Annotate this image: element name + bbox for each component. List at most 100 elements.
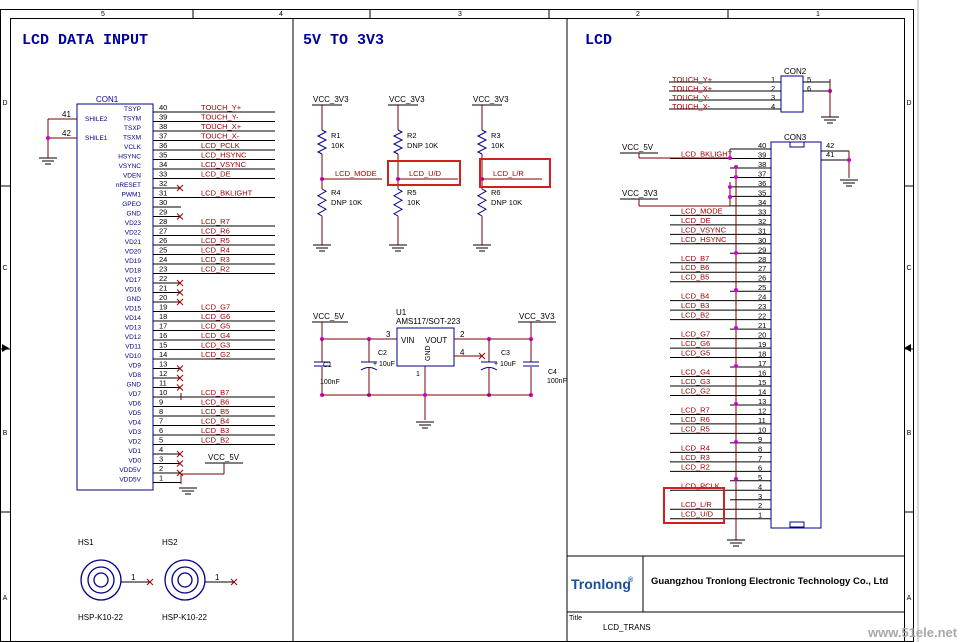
junction-dot — [734, 326, 738, 330]
con1-pin-name: VD15 — [125, 306, 142, 313]
divider-top-val: DNP 10K — [407, 141, 438, 150]
con2-pin-num: 6 — [807, 84, 811, 93]
con1-vcc-label: VCC_5V — [208, 453, 240, 462]
con1-pin-num: 14 — [159, 350, 167, 359]
con1-net-label: LCD_HSYNC — [201, 151, 247, 160]
hs2-part: HSP-K10-22 — [162, 613, 207, 622]
con1-pin-num: 22 — [159, 274, 167, 283]
con1-net-label: LCD_G5 — [201, 322, 230, 331]
con1-net-label: LCD_B4 — [201, 417, 229, 426]
con1-pin-num: 28 — [159, 217, 167, 226]
con1-pin-num: 26 — [159, 236, 167, 245]
junction-dot — [734, 251, 738, 255]
section-title-lcd: LCD — [585, 32, 612, 49]
con1-pin-name: VDD5V — [119, 467, 141, 474]
con3-pin-num: 4 — [758, 482, 762, 491]
con1-pin-name: PWM1 — [122, 192, 142, 199]
section-title-power: 5V TO 3V3 — [303, 32, 384, 49]
con3-net-label: LCD_U/D — [681, 510, 714, 519]
con3-pin-num: 31 — [758, 226, 766, 235]
frame-row-left-B: B — [3, 430, 8, 437]
con1-net-label: LCD_B6 — [201, 398, 229, 407]
divider-bottom-val: 10K — [407, 198, 420, 207]
con1-net-label: LCD_G2 — [201, 350, 230, 359]
con1-pin-num: 18 — [159, 312, 167, 321]
con3-net-label: LCD_MODE — [681, 206, 723, 215]
con1-pin-num: 31 — [159, 189, 167, 198]
hs2-outer — [164, 559, 206, 601]
con3-net-label: LCD_G6 — [681, 339, 710, 348]
junction-dot — [734, 165, 738, 169]
con1-pin-name: VD8 — [128, 372, 141, 379]
con3-net-label: LCD_R2 — [681, 462, 710, 471]
divider-bottom-ref: R5 — [407, 188, 417, 197]
junction-dot — [734, 364, 738, 368]
con3-net-label: LCD_VSYNC — [681, 225, 727, 234]
ground-symbol — [727, 539, 745, 547]
divider-bottom-val: DNP 10K — [491, 198, 522, 207]
c2-val: 10uF — [379, 361, 395, 368]
con3-pin-num: 23 — [758, 302, 766, 311]
junction-dot — [734, 440, 738, 444]
con1-net-label: LCD_B7 — [201, 388, 229, 397]
con2-ref: CON2 — [784, 67, 807, 76]
no-connect-mark — [146, 578, 154, 586]
con2-net-label: TOUCH_Y+ — [672, 75, 713, 84]
u1-pin-gnd: 1 — [416, 371, 420, 378]
con1-pin-num: 24 — [159, 255, 167, 264]
con3-pin-num: 17 — [758, 359, 766, 368]
con1-pin-name: VD5 — [128, 410, 141, 417]
con3-net-label: LCD_G2 — [681, 386, 710, 395]
con3-net-label: LCD_R7 — [681, 405, 710, 414]
con1-pin-num: 17 — [159, 322, 167, 331]
con3-net-label: LCD_B6 — [681, 263, 709, 272]
hs1-outer — [80, 559, 122, 601]
con1-pin-name: VD23 — [125, 220, 142, 227]
con3-net-label: LCD_B4 — [681, 292, 709, 301]
sheet-title: LCD_TRANS — [603, 623, 651, 632]
con1-net-label: LCD_R4 — [201, 246, 230, 255]
divider-bottom-resistor-zigzag — [476, 188, 488, 217]
divider-top-resistor-zigzag — [476, 129, 488, 155]
reg-in-label: VCC_5V — [313, 312, 345, 321]
con2-net-label: TOUCH_Y- — [672, 93, 710, 102]
divider-bottom-ref: R4 — [331, 188, 341, 197]
con1-shield-pin-name: SHILE1 — [85, 135, 108, 142]
title-block: Tronlong ® Guangzhou Tronlong Electronic… — [567, 555, 905, 632]
con1-net-label: LCD_R6 — [201, 227, 230, 236]
divider-top-val: 10K — [491, 141, 504, 150]
junction-dot — [734, 288, 738, 292]
con1-pin-name: HSYNC — [118, 154, 141, 161]
con3-net-label: LCD_R4 — [681, 443, 710, 452]
con1-net-label: LCD_R3 — [201, 255, 230, 264]
con3-pin-num: 35 — [758, 188, 766, 197]
con1-pin-num: 27 — [159, 227, 167, 236]
con3-pin-num: 28 — [758, 255, 766, 264]
con1-net-label: LCD_G4 — [201, 331, 230, 340]
con1-pin-num: 40 — [159, 103, 167, 112]
frame-row-left-C: C — [2, 265, 7, 272]
hs2-pin-num: 1 — [215, 573, 220, 582]
no-connect-mark — [176, 469, 184, 477]
con1-shield-pin-num: 41 — [62, 110, 71, 119]
con3-vcc5: VCC_5V — [622, 143, 654, 152]
con1-pin-name: VD14 — [125, 315, 142, 322]
u1-part: AMS117/SOT-223 — [396, 317, 461, 326]
con1-pin-name: GND — [127, 296, 142, 303]
ground-symbol — [39, 157, 57, 165]
con1-pin-num: 15 — [159, 341, 167, 350]
con1-net-label: LCD_G7 — [201, 303, 230, 312]
con3-pin-num: 24 — [758, 293, 766, 302]
con3-pin-num: 15 — [758, 378, 766, 387]
con1-net-label: TOUCH_X+ — [201, 122, 242, 131]
divider-rail-label: VCC_3V3 — [389, 95, 425, 104]
no-connect-mark — [478, 352, 486, 360]
con3-shield-pin-num: 41 — [826, 150, 834, 159]
no-connect-mark — [230, 578, 238, 586]
con3-pin-num: 11 — [758, 416, 766, 425]
con1-pin-num: 34 — [159, 160, 167, 169]
divider-top-ref: R3 — [491, 131, 501, 140]
con3-pin-num: 22 — [758, 312, 766, 321]
con1-pin-num: 10 — [159, 388, 167, 397]
divider-top-resistor-zigzag — [316, 129, 328, 155]
